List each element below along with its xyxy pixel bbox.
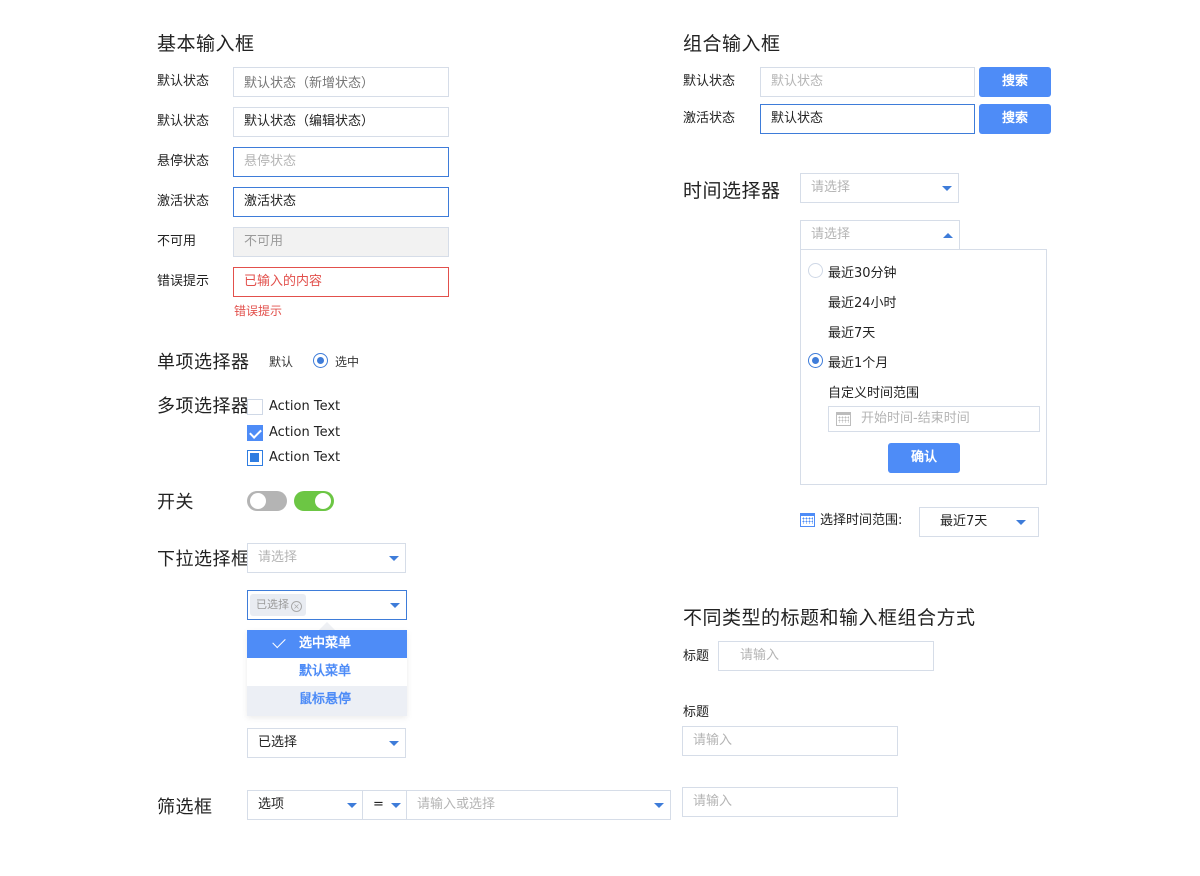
filter-operator-value: = [373, 797, 384, 812]
input-label: 不可用 [157, 234, 197, 249]
search-button[interactable]: 搜索 [979, 104, 1051, 134]
combo-search-input[interactable]: 默认状态 [760, 67, 975, 97]
radio-option-1month[interactable] [808, 353, 823, 368]
tag-label: 已选择 [256, 598, 289, 611]
time-option[interactable]: 自定义时间范围 [828, 386, 920, 401]
dropdown-select-placeholder[interactable]: 请选择 [247, 543, 406, 573]
chevron-down-icon [654, 803, 664, 808]
dropdown-title: 下拉选择框 [157, 549, 250, 570]
chevron-down-icon [389, 556, 399, 561]
menu-item-label: 选中菜单 [299, 636, 352, 651]
select-placeholder: 请选择 [811, 180, 851, 195]
stacked-label: 标题 [683, 705, 710, 720]
filter-field-value: 选项 [258, 797, 285, 812]
calendar-icon [800, 513, 815, 527]
menu-pointer [319, 622, 335, 630]
inline-input[interactable]: 请输入 [718, 641, 934, 671]
combo-inputs-title: 组合输入框 [683, 33, 781, 55]
time-option[interactable]: 最近24小时 [828, 296, 897, 311]
select-placeholder: 请选择 [258, 550, 298, 565]
time-options-panel: 最近30分钟 最近24小时 最近7天 最近1个月 自定义时间范围 开始时间-结束… [800, 249, 1047, 485]
input-label: 激活状态 [157, 194, 210, 209]
default-new-input[interactable] [233, 67, 449, 97]
checkbox-unchecked[interactable] [247, 399, 263, 415]
select-placeholder: 请选择 [811, 227, 851, 242]
chevron-down-icon [390, 603, 400, 608]
check-icon [272, 634, 286, 649]
combo-search-input-active[interactable]: 默认状态 [760, 104, 975, 134]
time-option[interactable]: 最近7天 [828, 326, 876, 341]
radio-option-30min[interactable] [808, 263, 823, 278]
bare-input[interactable]: 请输入 [682, 787, 898, 817]
close-icon[interactable]: × [291, 601, 302, 612]
dropdown-select-filled[interactable]: 已选择 [247, 728, 406, 758]
title-input-combos-title: 不同类型的标题和输入框组合方式 [683, 607, 976, 629]
error-input[interactable]: 已输入的内容 [233, 267, 449, 297]
filter-operator-select[interactable]: = [362, 790, 407, 820]
filter-title: 筛选框 [157, 797, 213, 818]
date-range-placeholder: 开始时间-结束时间 [861, 411, 970, 426]
radio-title: 单项选择器 [157, 352, 250, 373]
radio-default-label[interactable]: 默认 [269, 355, 294, 369]
time-range-select[interactable]: 最近7天 [919, 507, 1039, 537]
chevron-down-icon [347, 803, 357, 808]
radio-selected[interactable] [313, 353, 328, 368]
inline-label: 标题 [683, 649, 710, 664]
switch-on[interactable] [294, 491, 334, 511]
checkbox-indeterminate[interactable] [247, 450, 263, 466]
menu-item-selected[interactable]: 选中菜单 [247, 630, 407, 658]
input-label: 激活状态 [683, 111, 736, 126]
time-option[interactable]: 最近1个月 [828, 356, 889, 371]
hover-input[interactable]: 悬停状态 [233, 147, 449, 177]
search-button[interactable]: 搜索 [979, 67, 1051, 97]
filter-field-select[interactable]: 选项 [247, 790, 363, 820]
switch-knob [250, 493, 266, 509]
time-select-closed[interactable]: 请选择 [800, 173, 959, 203]
chevron-down-icon [389, 741, 399, 746]
input-label: 错误提示 [157, 274, 210, 289]
checkbox-label: Action Text [269, 399, 341, 414]
filter-value-input[interactable]: 请输入或选择 [406, 790, 671, 820]
basic-inputs-title: 基本输入框 [157, 33, 255, 55]
dropdown-menu: 选中菜单 默认菜单 鼠标悬停 [247, 630, 407, 716]
time-select-open[interactable]: 请选择 [800, 220, 960, 250]
switch-title: 开关 [157, 492, 194, 513]
menu-item-default[interactable]: 默认菜单 [247, 658, 407, 686]
chevron-down-icon [942, 186, 952, 191]
confirm-button[interactable]: 确认 [888, 443, 960, 473]
select-value: 已选择 [258, 735, 298, 750]
switch-knob [315, 493, 331, 509]
default-edit-input[interactable]: 默认状态（编辑状态） [233, 107, 449, 137]
input-label: 默认状态 [157, 74, 210, 89]
menu-item-hover[interactable]: 鼠标悬停 [247, 686, 407, 716]
range-label: 选择时间范围: [820, 513, 903, 528]
checkbox-checked[interactable] [247, 425, 263, 441]
selected-tag: 已选择× [250, 594, 306, 616]
time-option[interactable]: 最近30分钟 [828, 266, 897, 281]
error-message: 错误提示 [234, 304, 283, 318]
date-range-input[interactable]: 开始时间-结束时间 [828, 406, 1040, 432]
dropdown-select-open[interactable]: 已选择× [247, 590, 407, 620]
chevron-down-icon [1016, 520, 1026, 525]
switch-off[interactable] [247, 491, 287, 511]
checkbox-label: Action Text [269, 450, 341, 465]
calendar-icon [836, 412, 851, 426]
filter-value-placeholder: 请输入或选择 [417, 797, 496, 812]
chevron-down-icon [391, 803, 401, 808]
input-label: 默认状态 [157, 114, 210, 129]
active-input[interactable]: 激活状态 [233, 187, 449, 217]
chevron-up-icon [943, 233, 953, 238]
radio-selected-label[interactable]: 选中 [335, 355, 360, 369]
input-label: 默认状态 [683, 74, 736, 89]
select-value: 最近7天 [940, 514, 988, 529]
disabled-input: 不可用 [233, 227, 449, 257]
checkbox-label: Action Text [269, 425, 341, 440]
time-picker-title: 时间选择器 [683, 180, 781, 202]
checkbox-title: 多项选择器 [157, 396, 250, 417]
input-label: 悬停状态 [157, 154, 210, 169]
stacked-input[interactable]: 请输入 [682, 726, 898, 756]
